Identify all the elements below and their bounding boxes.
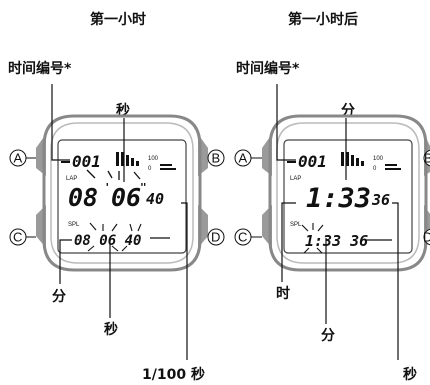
right-leader-lines — [276, 84, 399, 360]
left-number-label: 时间编号* — [8, 61, 72, 77]
svg-text:': ' — [104, 181, 111, 194]
left-button-c: C — [9, 228, 36, 246]
left-sub-time: 08 06 40 — [74, 233, 141, 249]
svg-text:B: B — [424, 151, 430, 166]
svg-text:B: B — [212, 151, 221, 166]
left-main-hundredths: 40 — [146, 190, 164, 208]
right-watch-case — [268, 114, 428, 272]
right-button-b: B — [423, 149, 430, 167]
left-button-d: D — [207, 228, 225, 246]
right-lap: LAP — [290, 176, 301, 182]
svg-text:A: A — [14, 151, 23, 166]
left-leader-lines — [51, 84, 188, 360]
left-min-label: 分 — [52, 289, 66, 305]
right-sub-time: 1:33 36 — [305, 232, 368, 250]
svg-text:": " — [140, 181, 147, 194]
svg-text:D: D — [211, 230, 220, 245]
left-watch-case — [42, 114, 202, 272]
right-spl: SPL — [290, 222, 302, 228]
left-watch-screen — [57, 139, 187, 254]
svg-text:D: D — [423, 230, 430, 245]
right-button-c: C — [234, 228, 262, 246]
left-watch: 001 100 0 LAP 08 06 40 ' " SPL — [9, 84, 225, 360]
right-watch: 001 100 0 LAP 1:33 36 SPL 1:33 36 — [234, 84, 430, 360]
right-hour-label: 时 — [276, 286, 290, 302]
left-main-minutes: 08 — [68, 183, 98, 212]
left-hundredth-label: 1/100 秒 — [142, 367, 205, 383]
left-button-a: A — [9, 149, 36, 167]
left-bar-graph — [116, 152, 176, 170]
left-blink-rays-bottom — [87, 222, 142, 252]
right-graph-100: 100 — [373, 156, 384, 162]
right-button-a: A — [234, 149, 262, 167]
right-watch-screen — [283, 139, 413, 254]
left-spl: SPL — [68, 222, 80, 228]
right-main-hours-minutes: 1:33 — [306, 183, 371, 214]
right-graph-0: 0 — [373, 166, 377, 172]
left-main-seconds: 06 — [111, 183, 141, 212]
right-bar-graph — [341, 152, 401, 170]
left-button-b: B — [207, 149, 225, 167]
right-title: 第一小时后 — [288, 12, 358, 28]
right-sec-label: 秒 — [403, 367, 417, 383]
left-record-number: 001 — [72, 152, 101, 171]
left-sec-label: 秒 — [104, 322, 118, 338]
svg-text:C: C — [13, 230, 22, 245]
left-graph-0: 0 — [148, 166, 152, 172]
left-title: 第一小时 — [90, 12, 146, 28]
right-min-label: 分 — [321, 328, 335, 344]
left-graph-100: 100 — [148, 156, 159, 162]
left-blink-rays-top — [86, 169, 141, 180]
right-record-number: 001 — [298, 152, 327, 171]
right-main-seconds: 36 — [371, 191, 390, 209]
right-watch-bezel — [276, 122, 420, 264]
right-button-d: D — [423, 228, 430, 246]
right-blink-rays-bottom — [301, 223, 324, 254]
left-lap: LAP — [66, 176, 77, 182]
svg-text:C: C — [238, 230, 247, 245]
right-number-label: 时间编号* — [236, 61, 300, 77]
svg-text:A: A — [239, 151, 248, 166]
